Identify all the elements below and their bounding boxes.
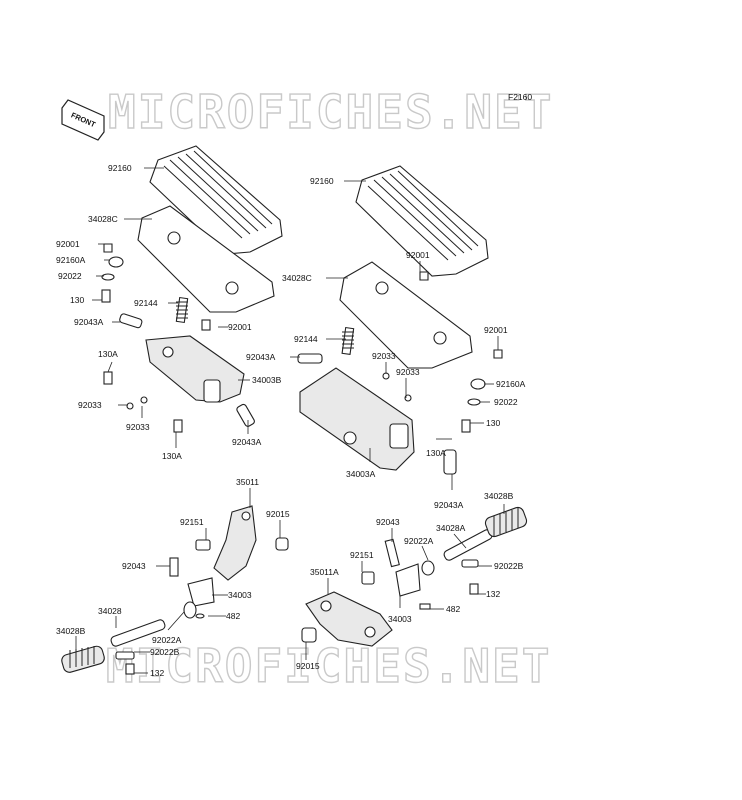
label-92160-right: 92160: [310, 176, 334, 186]
label-92022A-right: 92022A: [404, 536, 434, 546]
label-92022-right: 92022: [494, 397, 518, 407]
label-34028B-right: 34028B: [484, 491, 514, 501]
label-34003-left: 34003: [228, 590, 252, 600]
watermark-bottom: MICROFICHES.NET: [106, 639, 551, 693]
label-92160A-left: 92160A: [56, 255, 86, 265]
label-92022-left: 92022: [58, 271, 82, 281]
label-92001-right-a: 92001: [406, 250, 430, 260]
label-92001-right-b: 92001: [484, 325, 508, 335]
right-floorboard-mat: [355, 165, 489, 277]
label-92151-right: 92151: [350, 550, 374, 560]
label-35011: 35011: [236, 477, 259, 487]
label-34003B: 34003B: [252, 375, 282, 385]
label-482-right: 482: [446, 604, 460, 614]
figure-code: F2160: [508, 92, 532, 102]
label-34028B-left: 34028B: [56, 626, 86, 636]
front-arrow-icon: FRONT: [61, 99, 105, 141]
left-floorboard-mat: [149, 145, 283, 255]
left-floorboard-bracket: [137, 205, 275, 313]
label-130-right: 130: [486, 418, 500, 428]
left-floorboard-base: [145, 335, 245, 403]
label-130A-left-b: 130A: [162, 451, 182, 461]
right-peg-bracket: [301, 506, 528, 647]
label-34028C-right: 34028C: [282, 273, 312, 283]
label-132-right: 132: [486, 589, 500, 599]
label-130A-left-a: 130A: [98, 349, 118, 359]
label-92043A-right-b: 92043A: [434, 500, 464, 510]
right-small-parts: [297, 271, 503, 475]
label-92144-right: 92144: [294, 334, 318, 344]
part-labels: 92160 34028C 92001 92160A 92022 130 9214…: [56, 163, 526, 678]
label-92022B-right: 92022B: [494, 561, 524, 571]
label-35011A: 35011A: [310, 567, 339, 577]
label-92033-right-a: 92033: [372, 351, 396, 361]
label-92144-left: 92144: [134, 298, 158, 308]
label-92043A-left-a: 92043A: [74, 317, 104, 327]
left-small-parts: [101, 243, 255, 433]
label-92160-left: 92160: [108, 163, 132, 173]
leader-lines: [75, 167, 505, 674]
label-92001-left-a: 92001: [56, 239, 80, 249]
label-482-left: 482: [226, 611, 240, 621]
label-34003A: 34003A: [346, 469, 376, 479]
label-92015-left: 92015: [266, 509, 290, 519]
label-92043-right: 92043: [376, 517, 400, 527]
label-92033-left-a: 92033: [78, 400, 102, 410]
label-92033-left-b: 92033: [126, 422, 150, 432]
label-92001-left-b: 92001: [228, 322, 252, 332]
label-92022B-left: 92022B: [150, 647, 180, 657]
left-peg-bracket: [61, 505, 289, 675]
label-34003-right: 34003: [388, 614, 412, 624]
label-92033-right-b: 92033: [396, 367, 420, 377]
label-92160A-right: 92160A: [496, 379, 526, 389]
label-92151-left: 92151: [180, 517, 204, 527]
label-130-left: 130: [70, 295, 84, 305]
label-92043-left: 92043: [122, 561, 146, 571]
label-92015-right: 92015: [296, 661, 320, 671]
label-132-left: 132: [150, 668, 164, 678]
label-92043A-right-a: 92043A: [246, 352, 276, 362]
label-92022A-left: 92022A: [152, 635, 182, 645]
watermark-top: MICROFICHES.NET: [108, 85, 553, 139]
right-floorboard-base: [299, 367, 415, 471]
label-34028: 34028: [98, 606, 122, 616]
right-floorboard-bracket: [339, 261, 473, 369]
label-34028C-left: 34028C: [88, 214, 118, 224]
label-34028A: 34028A: [436, 523, 466, 533]
label-92043A-left-b: 92043A: [232, 437, 262, 447]
label-130A-right: 130A: [426, 448, 446, 458]
